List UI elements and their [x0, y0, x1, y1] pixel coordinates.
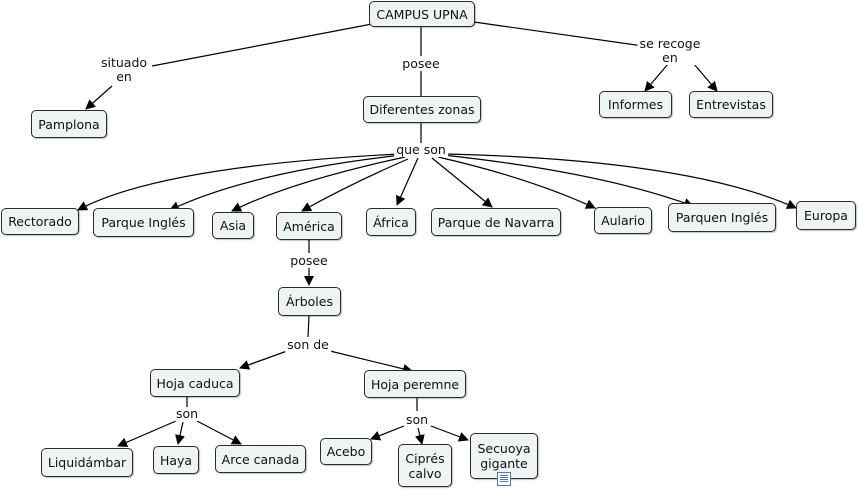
concept-arce-canada[interactable]: Arce canada [215, 445, 306, 473]
edge-serecoge-entrevistas [693, 63, 718, 92]
link-son-peremne: son [403, 412, 431, 427]
edge-son-haya [175, 421, 185, 445]
concept-parque-ingles[interactable]: Parque Inglés [93, 208, 194, 237]
edge-sonde-caduca [239, 350, 288, 370]
edge-queson-rectorado [77, 153, 401, 211]
edge-son-acebo [370, 425, 405, 441]
edge-son-arce [196, 420, 242, 445]
concept-america[interactable]: América [276, 212, 342, 240]
edge-queson-aulario [437, 156, 596, 209]
edge-arboles-sonde [307, 315, 310, 338]
concept-pamplona[interactable]: Pamplona [31, 110, 107, 138]
concept-secuoya-gigante[interactable]: Secuoya gigante [470, 433, 538, 479]
edge-queson-navarra [431, 157, 493, 208]
link-son-de: son de [285, 337, 331, 352]
concept-aulario[interactable]: Aulario [594, 207, 652, 234]
concept-entrevistas[interactable]: Entrevistas [689, 91, 773, 118]
concept-acebo[interactable]: Acebo [320, 438, 372, 465]
concept-asia[interactable]: Asia [212, 212, 254, 239]
edge-queson-europa [446, 153, 797, 209]
edge-situado-pamplona [85, 85, 113, 110]
edge-campus-situado [151, 23, 373, 67]
link-posee-arboles: posee [288, 253, 330, 268]
concept-parque-de-navarra[interactable]: Parque de Navarra [431, 208, 561, 236]
concept-europa[interactable]: Europa [796, 201, 856, 230]
link-se-recoge-en: se recoge en [637, 36, 703, 65]
concept-hoja-caduca[interactable]: Hoja caduca [150, 369, 240, 397]
edge-sonde-peremne [329, 350, 413, 374]
concept-cipres-calvo[interactable]: Ciprés calvo [398, 444, 452, 487]
concept-africa[interactable]: África [366, 208, 416, 236]
edge-son-cipres [414, 427, 425, 445]
edge-campus-serecoge [473, 21, 651, 48]
link-situado-en: situado en [98, 55, 150, 84]
concept-informes[interactable]: Informes [599, 91, 672, 118]
edge-queson-asia [231, 156, 406, 212]
concept-campus-upna[interactable]: CAMPUS UPNA [369, 1, 475, 27]
link-son-caduca: son [173, 406, 201, 421]
concept-arboles[interactable]: Árboles [278, 287, 341, 316]
edge-queson-parqueingles [169, 154, 403, 211]
concept-diferentes-zonas[interactable]: Diferentes zonas [363, 96, 481, 123]
concept-hoja-peremne[interactable]: Hoja peremne [364, 370, 466, 398]
concept-parquen-ingles[interactable]: Parquen Inglés [668, 203, 776, 232]
edge-queson-parquen [442, 154, 694, 208]
edge-queson-america [301, 158, 409, 212]
document-icon[interactable] [497, 472, 511, 486]
edge-serecoge-informes [644, 63, 669, 92]
concept-rectorado[interactable]: Rectorado [1, 208, 79, 235]
concept-haya[interactable]: Haya [153, 446, 199, 474]
edge-son-liquidambar [117, 420, 177, 448]
link-posee: posee [400, 56, 442, 71]
concept-liquidambar[interactable]: Liquidámbar [41, 448, 133, 477]
edge-queson-africa [396, 157, 419, 206]
link-que-son: que son [394, 142, 448, 157]
edge-son-secuoya [430, 425, 469, 442]
